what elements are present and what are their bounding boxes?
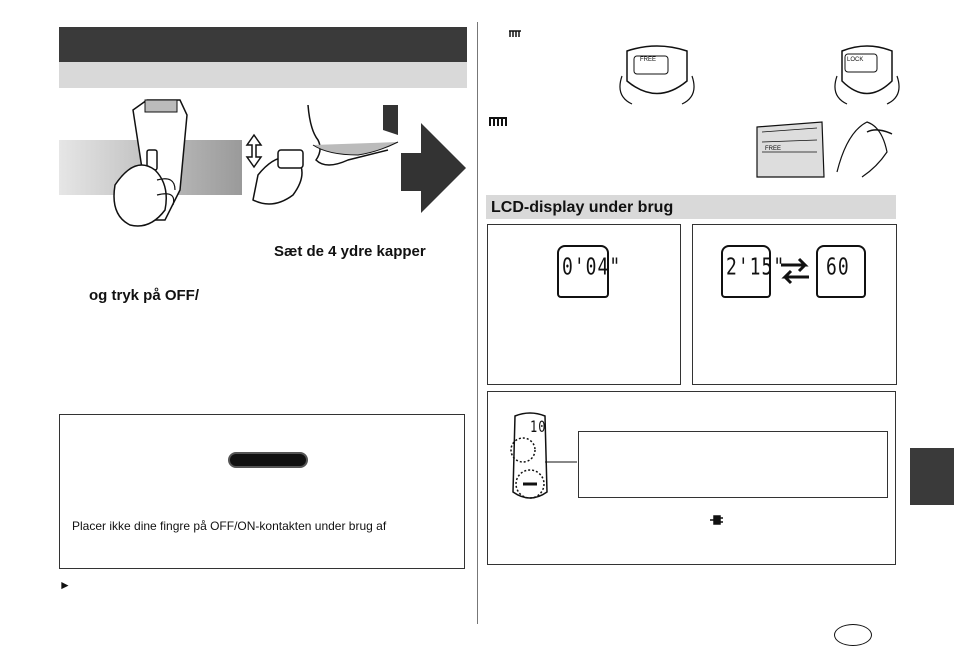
warning-box: [59, 414, 465, 569]
warning-text: Placer ikke dine fingre på OFF/ON-kontak…: [72, 519, 387, 533]
up-down-arrow-icon: [245, 133, 263, 169]
lock-locked-illustration: [834, 45, 900, 105]
shaver-charge-illustration: [510, 412, 577, 499]
lcd-text-2: 2'15": [726, 253, 786, 282]
lcd-text-3: 60: [826, 253, 850, 282]
comb-trimmer-illustration: [756, 121, 893, 178]
lock-label-1: LOCK: [847, 57, 864, 63]
lock-free-illustration: [619, 45, 695, 105]
lcd-display-2-time: 2'15": [721, 245, 784, 298]
lcd-display-2-percent: 60: [816, 245, 866, 298]
lcd-box-2: [692, 224, 897, 385]
free-label-2: FREE: [765, 146, 782, 152]
section-header-dark: [59, 27, 467, 62]
callout-box: [578, 431, 888, 498]
lcd-section-bar: [486, 195, 896, 219]
lcd-section-title: LCD-display under brug: [491, 199, 674, 216]
shaving-face-illustration: [252, 104, 399, 205]
next-step-arrow-icon: [401, 123, 466, 213]
lcd-box-3: [487, 391, 896, 565]
lcd-text-4: 10: [530, 417, 547, 437]
plug-icon: [710, 515, 723, 525]
lcd-display-1: 0'04": [557, 245, 620, 298]
shaver-in-hand-illustration: [113, 99, 188, 227]
page-number-oval: [834, 624, 872, 646]
swap-arrows-icon: [781, 257, 809, 285]
side-tab: [910, 448, 954, 505]
step-text-press-off: og tryk på OFF/: [89, 287, 200, 304]
free-label-1: FREE: [640, 57, 657, 63]
warning-pill: [228, 452, 308, 468]
arrow-marker: ►: [59, 578, 71, 592]
section-subheader: [59, 62, 467, 88]
lcd-box-1: [487, 224, 681, 385]
lcd-text-1: 0'04": [562, 253, 622, 282]
step-text-attach-caps: Sæt de 4 ydre kapper: [274, 243, 426, 260]
column-divider: [477, 22, 478, 624]
